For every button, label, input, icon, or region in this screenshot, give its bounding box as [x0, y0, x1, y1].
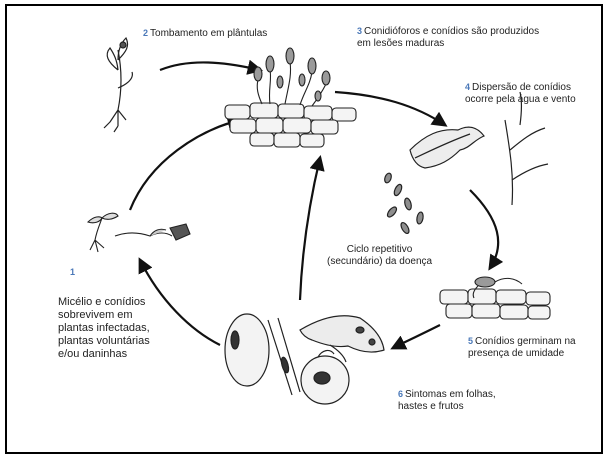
step-label-sintomas: 6Sintomas em folhas, hastes e frutos: [398, 389, 496, 412]
step-label-sobrevivem: Micélio e conídios sobrevivem em plantas…: [58, 296, 150, 361]
step-number: 4: [465, 82, 470, 92]
step-text: Conídios germinam na presença de umidade: [468, 336, 576, 359]
survival-illustration: [88, 213, 190, 252]
arrow-symptoms-to-lesion-secondary: [300, 158, 320, 300]
step-number-survival: 1: [70, 267, 77, 279]
step-text: Sintomas em folhas, hastes e frutos: [398, 389, 496, 412]
germination-illustration: [440, 277, 550, 319]
step-number: 1: [70, 267, 75, 277]
arrow-dispersal-to-germination: [470, 190, 498, 268]
symptoms-illustration: [225, 314, 384, 404]
step-label-germinam: 5Conídios germinam na presença de umidad…: [468, 336, 576, 359]
lesion-tissue-illustration: [225, 48, 356, 147]
arrow-seedling-to-lesion: [160, 62, 260, 70]
step-text: Tombamento em plântulas: [150, 28, 267, 39]
step-number: 3: [357, 26, 362, 36]
step-text: Dispersão de conídios ocorre pela água e…: [465, 82, 576, 105]
arrow-survival-to-lesion: [130, 120, 240, 210]
step-number: 5: [468, 336, 473, 346]
cycle-arrows: [130, 62, 498, 348]
center-label-ciclo-repetitivo: Ciclo repetitivo (secundário) da doença: [327, 244, 432, 267]
arrow-germination-to-symptoms: [393, 325, 440, 348]
step-number: 6: [398, 389, 403, 399]
step-number: 2: [143, 28, 148, 38]
seedling-illustration: [104, 38, 132, 132]
dispersal-illustration: [383, 92, 548, 235]
step-label-conidioforos: 3Conidióforos e conídios são produzidos …: [357, 26, 539, 49]
step-text: Conidióforos e conídios são produzidos e…: [357, 26, 539, 49]
arrow-symptoms-to-survival: [140, 260, 220, 345]
step-label-dispersao: 4Dispersão de conídios ocorre pela água …: [465, 82, 576, 105]
step-label-tombamento: 2Tombamento em plântulas: [143, 28, 267, 40]
